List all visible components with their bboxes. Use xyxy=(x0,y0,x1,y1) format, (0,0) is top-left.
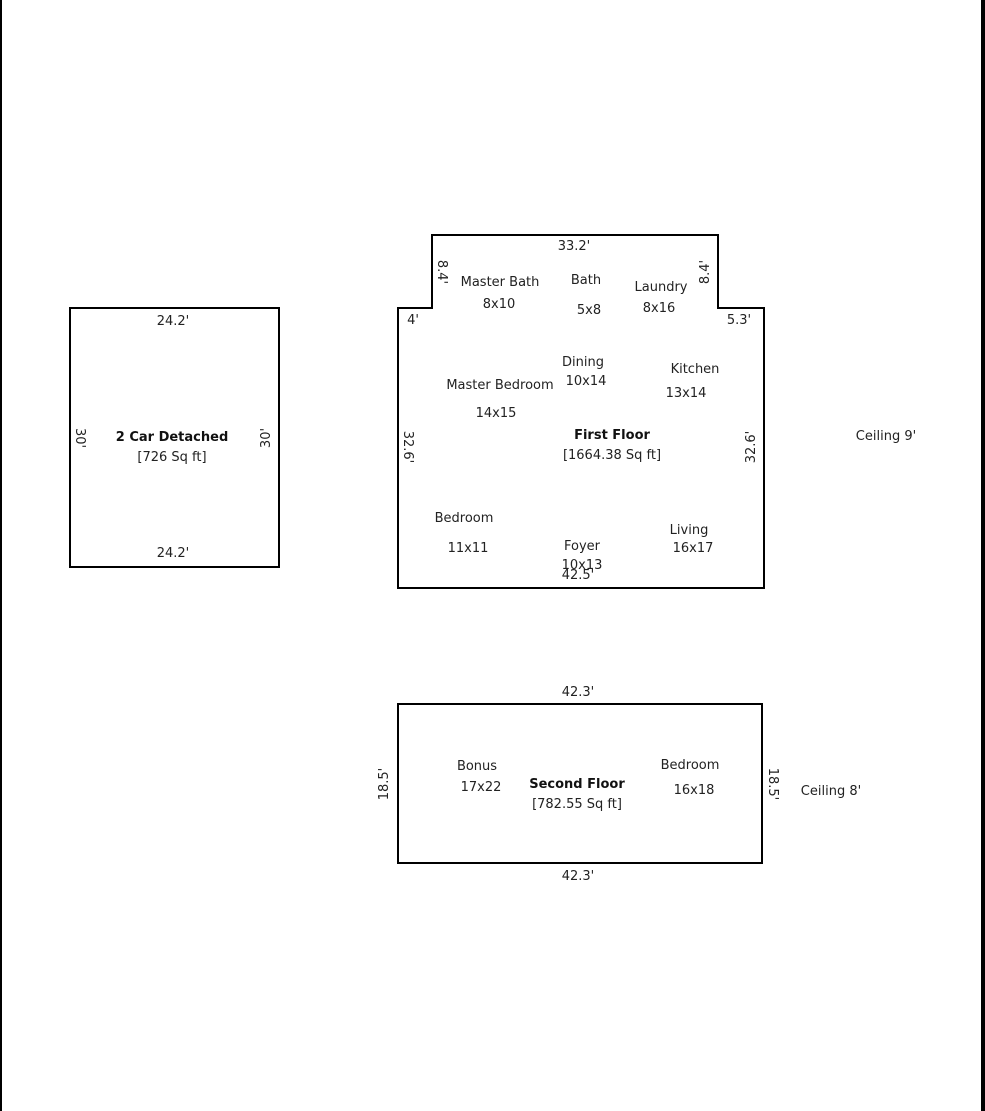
second-floor-outline xyxy=(397,703,763,864)
garage-dim-left: 30' xyxy=(72,428,87,448)
first-floor-dim-bump-right: 8.4' xyxy=(698,260,713,284)
first-floor-ceiling: Ceiling 9' xyxy=(856,429,916,444)
first-floor-dim-step-right: 5.3' xyxy=(727,313,751,328)
first-floor-dim-step-left: 4' xyxy=(407,313,419,328)
room-kitchen-name: Kitchen xyxy=(671,362,720,377)
room-dining-name: Dining xyxy=(562,355,604,370)
room-bath-name: Bath xyxy=(571,273,601,288)
room-kitchen-size: 13x14 xyxy=(666,386,707,401)
room-second-bedroom-name: Bedroom xyxy=(661,758,720,773)
room-bedroom-size: 11x11 xyxy=(448,541,489,556)
room-laundry-name: Laundry xyxy=(635,280,688,295)
second-floor-dim-left: 18.5' xyxy=(377,768,392,801)
first-floor-area: [1664.38 Sq ft] xyxy=(563,448,661,463)
room-second-bedroom-size: 16x18 xyxy=(674,783,715,798)
second-floor-dim-bottom: 42.3' xyxy=(562,869,595,884)
garage-plan: 24.2' 24.2' 30' 30' 2 Car Detached [726 … xyxy=(69,307,280,568)
first-floor-title: First Floor xyxy=(574,428,650,443)
room-bonus-name: Bonus xyxy=(457,759,497,774)
second-floor-dim-top: 42.3' xyxy=(562,685,595,700)
room-master-bath-size: 8x10 xyxy=(483,297,516,312)
first-floor-dim-right: 32.6' xyxy=(744,431,759,464)
page-border-left xyxy=(0,0,2,1111)
garage-dim-right: 30' xyxy=(259,428,274,448)
second-floor-dim-right: 18.5' xyxy=(765,768,780,801)
room-dining-size: 10x14 xyxy=(566,374,607,389)
first-floor-dim-top: 33.2' xyxy=(558,239,591,254)
garage-dim-top: 24.2' xyxy=(157,314,190,329)
room-master-bedroom-size: 14x15 xyxy=(476,406,517,421)
room-laundry-size: 8x16 xyxy=(643,301,676,316)
garage-outline xyxy=(69,307,280,568)
room-foyer-size: 10x13 xyxy=(562,558,603,573)
room-bonus-size: 17x22 xyxy=(461,780,502,795)
room-bedroom-name: Bedroom xyxy=(435,511,494,526)
room-master-bath-name: Master Bath xyxy=(461,275,540,290)
second-floor-area: [782.55 Sq ft] xyxy=(532,797,622,812)
second-floor-plan: 42.3' 42.3' 18.5' 18.5' Bonus 17x22 Seco… xyxy=(377,685,861,884)
room-living-size: 16x17 xyxy=(673,541,714,556)
room-living-name: Living xyxy=(670,523,709,538)
first-floor-plan: 33.2' 8.4' 8.4' 4' 5.3' 32.6' 32.6' 42.5… xyxy=(397,234,916,589)
first-floor-dim-left: 32.6' xyxy=(400,431,415,464)
room-foyer-name: Foyer xyxy=(564,539,601,554)
first-floor-dim-bottom: 42.5' xyxy=(562,568,595,583)
garage-title: 2 Car Detached xyxy=(116,430,229,445)
first-floor-outline xyxy=(397,234,765,589)
room-bath-size: 5x8 xyxy=(577,303,601,318)
second-floor-title: Second Floor xyxy=(529,777,625,792)
garage-area: [726 Sq ft] xyxy=(137,450,206,465)
room-master-bedroom-name: Master Bedroom xyxy=(446,378,553,393)
first-floor-dim-bump-left: 8.4' xyxy=(434,260,449,284)
garage-dim-bottom: 24.2' xyxy=(157,546,190,561)
second-floor-ceiling: Ceiling 8' xyxy=(801,784,861,799)
page-border-right xyxy=(981,0,985,1111)
